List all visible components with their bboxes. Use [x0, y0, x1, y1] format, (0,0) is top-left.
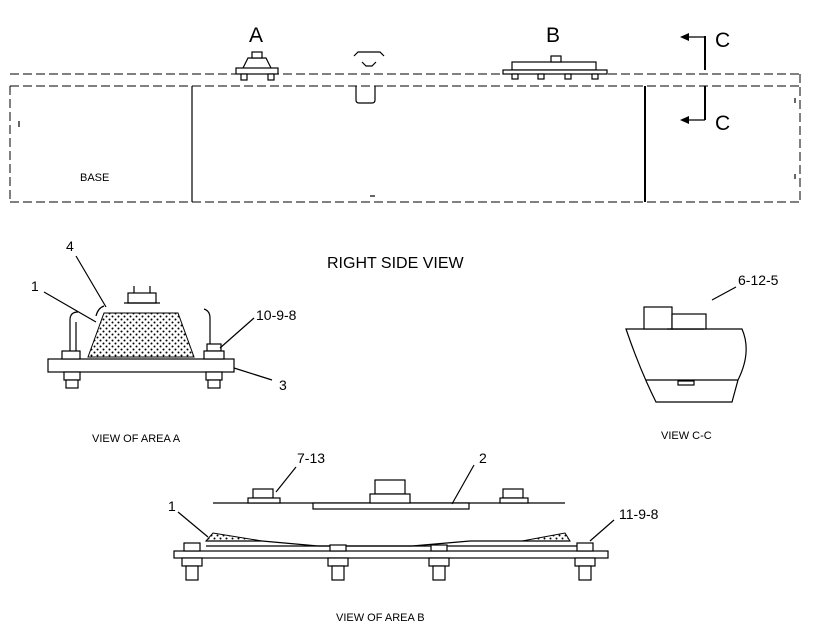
area-b-drawing — [173, 464, 615, 581]
area-b-part-1: 1 — [168, 498, 176, 514]
callout-a: A — [249, 24, 263, 47]
base-label: BASE — [80, 172, 109, 184]
view-cc-part-6-12-5: 6-12-5 — [738, 272, 779, 288]
view-cc-drawing — [625, 286, 747, 403]
area-b-part-11-9-8: 11-9-8 — [619, 506, 659, 522]
area-b-part-2: 2 — [479, 450, 487, 466]
right-side-view-drawing — [9, 33, 801, 203]
area-a-part-10-9-8: 10-9-8 — [256, 307, 297, 323]
callout-b: B — [546, 24, 560, 47]
component-a-side — [235, 51, 279, 81]
area-b-part-7-13: 7-13 — [297, 450, 325, 466]
area-a-part-3: 3 — [279, 377, 287, 393]
view-area-a-title: VIEW OF AREA A — [92, 433, 181, 445]
callout-c-bottom: C — [715, 112, 730, 135]
component-b-side — [502, 55, 608, 80]
right-side-view-title: RIGHT SIDE VIEW — [327, 255, 465, 272]
view-cc-title: VIEW C-C — [661, 430, 712, 442]
area-a-part-1: 1 — [31, 278, 39, 294]
callout-c-top: C — [715, 29, 730, 52]
view-area-b-title: VIEW OF AREA B — [336, 612, 425, 624]
area-a-drawing — [43, 255, 273, 389]
area-a-part-4: 4 — [66, 238, 74, 254]
